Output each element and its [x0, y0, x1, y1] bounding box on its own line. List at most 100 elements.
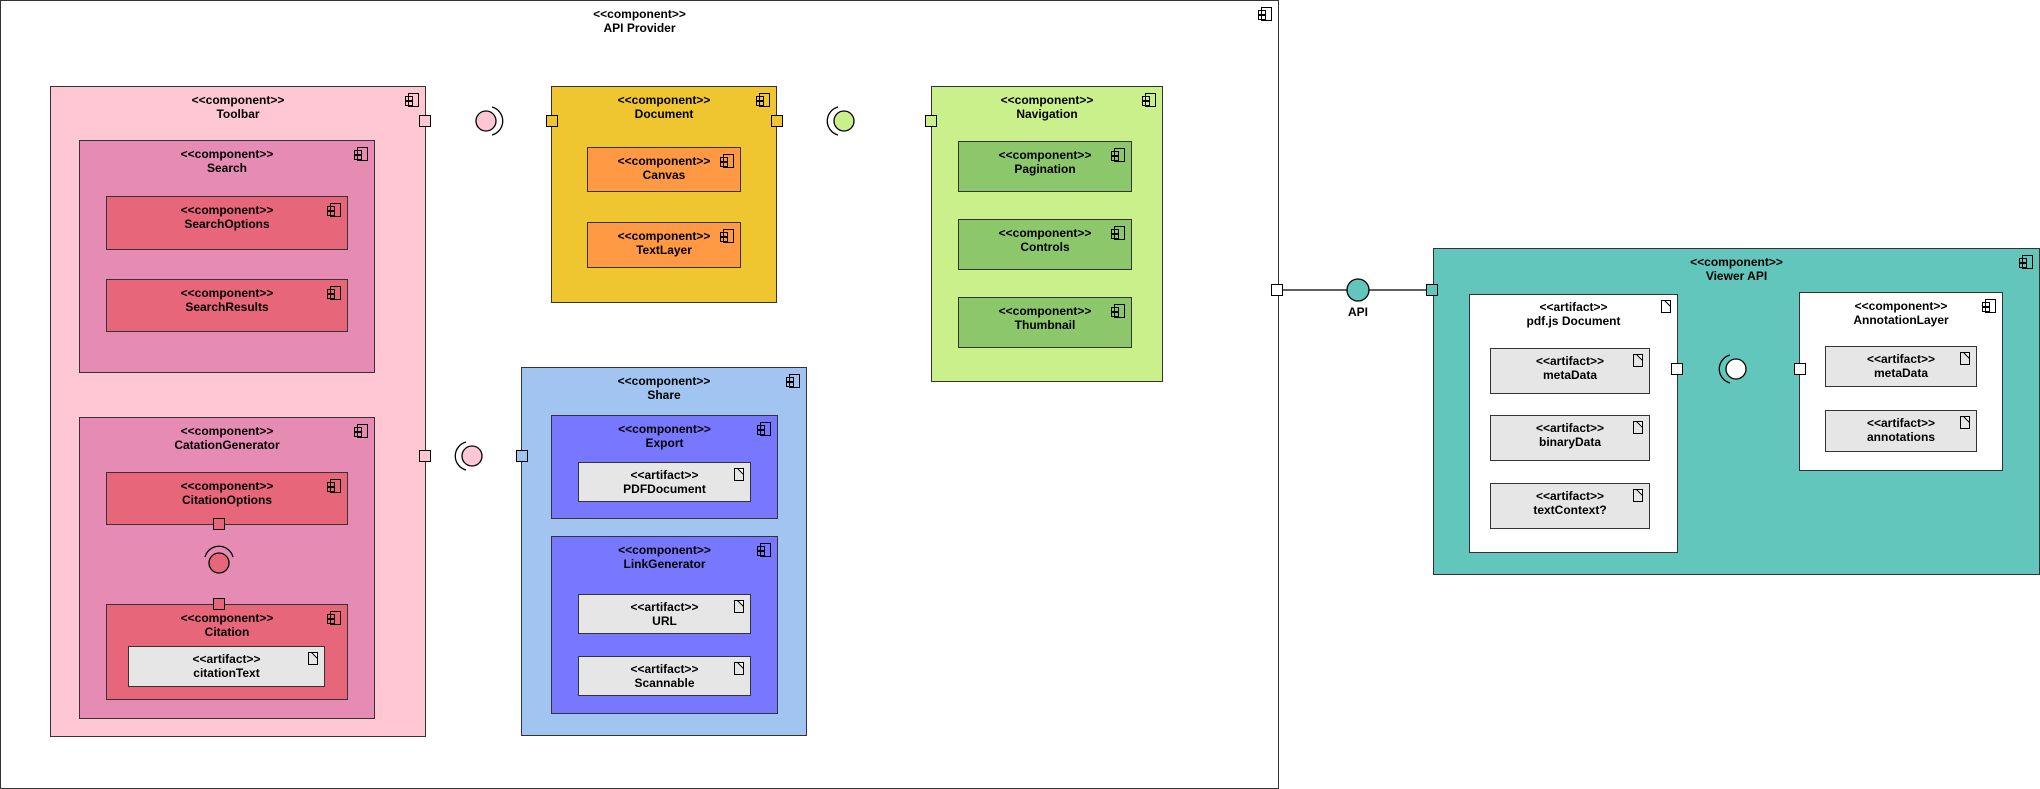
document-navigation-socket — [826, 106, 839, 136]
binary-data-artifact[interactable]: <<artifact>> binaryData — [1490, 415, 1650, 461]
pdfjs-annotation-port[interactable] — [1671, 363, 1683, 375]
link-generator-name: LinkGenerator — [623, 557, 706, 571]
scannable-artifact[interactable]: <<artifact>> Scannable — [578, 656, 751, 696]
component-icon — [327, 203, 341, 217]
stereotype-label: <<artifact>> — [630, 468, 699, 482]
stereotype-label: <<artifact>> — [1535, 421, 1605, 435]
text-context-name: textContext? — [1533, 503, 1607, 517]
artifact-icon — [734, 600, 744, 613]
search-results-component[interactable]: <<component>> SearchResults — [106, 279, 348, 332]
artifact-icon — [1633, 421, 1643, 434]
toolbar-share-socket — [454, 441, 467, 471]
citation-text-artifact[interactable]: <<artifact>> citationText — [128, 646, 325, 687]
toolbar-share-interface[interactable] — [461, 445, 483, 467]
text-context-artifact[interactable]: <<artifact>> textContext? — [1490, 483, 1650, 529]
navigation-document-port[interactable] — [925, 115, 937, 127]
stereotype-label: <<component>> — [618, 543, 711, 557]
document-navigation-port[interactable] — [771, 115, 783, 127]
document-navigation-interface[interactable] — [833, 110, 855, 132]
annotation-metadata-artifact[interactable]: <<artifact>> metaData — [1825, 346, 1977, 387]
stereotype-label: <<component>> — [1690, 255, 1783, 269]
component-icon — [720, 154, 734, 168]
component-icon — [756, 93, 770, 107]
annotation-layer-name: AnnotationLayer — [1853, 313, 1949, 327]
stereotype-label: <<component>> — [617, 374, 711, 388]
viewer-api-port[interactable] — [1426, 284, 1438, 296]
artifact-icon — [1960, 416, 1970, 429]
component-icon — [327, 611, 341, 625]
stereotype-label: <<artifact>> — [1535, 354, 1605, 368]
viewer-inner-interface[interactable] — [1725, 358, 1747, 380]
stereotype-label: <<artifact>> — [630, 600, 699, 614]
toolbar-share-port[interactable] — [419, 450, 431, 462]
binary-data-name: binaryData — [1538, 435, 1602, 449]
search-component[interactable]: <<component>> Search — [79, 140, 375, 373]
component-icon — [786, 374, 800, 388]
toolbar-document-interface[interactable] — [475, 110, 497, 132]
api-provider-name: API Provider — [603, 21, 676, 35]
api-provider-port[interactable] — [1271, 284, 1283, 296]
viewer-api-name: Viewer API — [1705, 269, 1768, 283]
citation-generator-name: CatationGenerator — [174, 438, 280, 452]
share-name: Share — [647, 388, 681, 402]
stereotype-label: <<component>> — [617, 93, 711, 107]
citation-options-name: CitationOptions — [182, 493, 272, 507]
pdf-document-artifact[interactable]: <<artifact>> PDFDocument — [578, 462, 751, 502]
text-layer-component[interactable]: <<component>> TextLayer — [587, 222, 741, 268]
stereotype-label: <<component>> — [180, 147, 274, 161]
document-toolbar-port[interactable] — [546, 115, 558, 127]
pdfjs-metadata-name: metaData — [1542, 368, 1598, 382]
toolbar-document-socket — [491, 106, 504, 136]
component-icon — [1142, 93, 1156, 107]
search-options-name: SearchOptions — [184, 217, 270, 231]
pagination-component[interactable]: <<component>> Pagination — [958, 141, 1132, 192]
api-interface-label: API — [1347, 305, 1368, 319]
stereotype-label: <<component>> — [617, 154, 711, 168]
toolbar-name: Toolbar — [216, 107, 260, 121]
citation-interface[interactable] — [208, 552, 230, 574]
stereotype-label: <<component>> — [1000, 93, 1094, 107]
canvas-name: Canvas — [642, 168, 686, 182]
component-icon — [757, 422, 771, 436]
url-name: URL — [652, 614, 677, 628]
search-options-component[interactable]: <<component>> SearchOptions — [106, 196, 348, 250]
annotation-metadata-name: metaData — [1873, 366, 1929, 380]
artifact-icon — [734, 662, 744, 675]
citation-port[interactable] — [213, 598, 225, 610]
citation-options-port[interactable] — [213, 518, 225, 530]
artifact-icon — [308, 652, 318, 665]
annotation-pdfjs-port[interactable] — [1794, 363, 1806, 375]
artifact-icon — [1633, 489, 1643, 502]
stereotype-label: <<component>> — [998, 226, 1092, 240]
citation-options-component[interactable]: <<component>> CitationOptions — [106, 472, 348, 525]
component-icon — [1111, 304, 1125, 318]
pagination-name: Pagination — [1014, 162, 1076, 176]
stereotype-label: <<artifact>> — [1866, 416, 1936, 430]
artifact-icon — [1661, 300, 1671, 313]
search-results-name: SearchResults — [185, 300, 269, 314]
artifact-icon — [1633, 354, 1643, 367]
artifact-icon — [1960, 352, 1970, 365]
url-artifact[interactable]: <<artifact>> URL — [578, 594, 751, 634]
component-icon — [327, 479, 341, 493]
stereotype-label: <<component>> — [180, 479, 274, 493]
component-icon — [405, 93, 419, 107]
document-name: Document — [634, 107, 694, 121]
component-icon — [327, 286, 341, 300]
annotations-artifact[interactable]: <<artifact>> annotations — [1825, 410, 1977, 452]
toolbar-document-port[interactable] — [419, 115, 431, 127]
pdfjs-metadata-artifact[interactable]: <<artifact>> metaData — [1490, 348, 1650, 394]
stereotype-label: <<artifact>> — [630, 662, 699, 676]
component-icon — [1982, 299, 1996, 313]
stereotype-label: <<component>> — [617, 229, 711, 243]
controls-component[interactable]: <<component>> Controls — [958, 219, 1132, 270]
component-icon — [2019, 255, 2033, 269]
api-interface[interactable] — [1346, 278, 1370, 302]
canvas-component[interactable]: <<component>> Canvas — [587, 147, 741, 192]
share-toolbar-port[interactable] — [516, 450, 528, 462]
citation-socket — [204, 545, 234, 558]
thumbnail-component[interactable]: <<component>> Thumbnail — [958, 297, 1132, 348]
controls-name: Controls — [1020, 240, 1070, 254]
stereotype-label: <<component>> — [998, 304, 1092, 318]
